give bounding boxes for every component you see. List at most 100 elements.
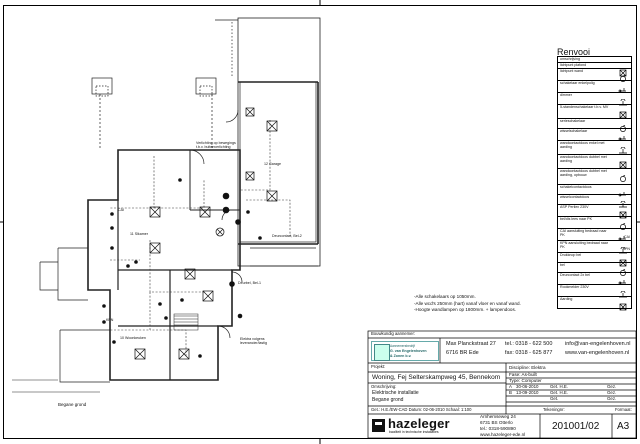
legend-row: wandcontactdoos dubbel met aarding, opbo… bbox=[557, 168, 632, 184]
company-logo-stripe bbox=[375, 422, 382, 425]
revision-date: 30-06-2010 bbox=[516, 384, 539, 389]
revision-checked: Gez. bbox=[607, 396, 617, 401]
annotation-kpn: KPN bbox=[106, 318, 114, 322]
legend-row-label: Aarding bbox=[560, 297, 573, 301]
floor-label: Begane grond bbox=[58, 402, 87, 407]
description-line: Elektrische installatie bbox=[372, 390, 419, 396]
advisor-address-line: Max Planckstraat 27 bbox=[446, 341, 496, 347]
revision-drawn: Get. bbox=[550, 396, 559, 401]
legend-bottom-border bbox=[557, 308, 632, 309]
series-switch-icon bbox=[618, 120, 628, 132]
note-line: -Alle wcd's 250mm (hart) vanaf vloer en … bbox=[414, 300, 521, 306]
legend-row: dimmer bbox=[557, 92, 632, 106]
legend-row-label: schakelcontactdoos bbox=[560, 185, 592, 189]
advisor-fax: fax: 0318 - 625 877 bbox=[505, 350, 553, 356]
legend-row: Drukknop bel bbox=[557, 252, 632, 267]
company-logo-mark bbox=[372, 419, 385, 432]
company-name: hazeleger bbox=[388, 416, 450, 431]
legend-row-label: ASP Perilex 230V bbox=[560, 205, 589, 209]
legend-row-label: CAI aansluiting bedraad naar PK bbox=[560, 229, 607, 237]
legend-header-label: omschrijving bbox=[560, 56, 580, 61]
format-value: A3 bbox=[617, 421, 630, 432]
bell-push-icon bbox=[618, 254, 628, 267]
legend-row: bel/dis lees naar PK bbox=[557, 216, 632, 230]
room-label-garage: 12 Garage bbox=[264, 162, 281, 166]
legend-row: CAI aansluiting bedraad naar PK CAI bbox=[557, 228, 632, 241]
legend-row-label: wisselschakelaar bbox=[560, 129, 588, 133]
drawn-info: Get.: H.E./EW-CAD Datum: 02-06-2010 Scha… bbox=[371, 407, 472, 412]
legend-row-label: KPN aansluiting bedraad naar PK bbox=[560, 241, 608, 249]
legend-row-label: wandcontactdoos enkel met aarding bbox=[560, 141, 605, 149]
type: Type: Computer bbox=[509, 378, 542, 383]
general-notes: -Alle schakelaars op 1050mm. -Alle wcd's… bbox=[414, 294, 521, 314]
legend-row-label: Rookmelder 230V bbox=[560, 285, 589, 289]
legend-row-label: serieschakelaar bbox=[560, 119, 586, 123]
changeover-socket-icon bbox=[618, 196, 628, 208]
advisor-logo-line: & Zonen b.v. bbox=[390, 354, 412, 358]
advisor-website: www.van-engelenhoven.nl bbox=[565, 350, 630, 356]
description-label: Omschrijving: bbox=[371, 384, 397, 389]
legend-row: wisselcontactdoos bbox=[557, 194, 632, 208]
legend-row-label: schakelaar enkelpolig bbox=[560, 81, 595, 85]
drawing-number-label: Tekeningnr: bbox=[543, 407, 565, 412]
legend-row: bel bbox=[557, 262, 632, 276]
revision-rev: A bbox=[509, 384, 512, 389]
legend-row-label: lichtpunt wand bbox=[560, 69, 583, 73]
company-address-line: Arnhemseweg 24 bbox=[480, 414, 516, 419]
advisor-logo-line: G. van Engelenhoven bbox=[390, 349, 427, 353]
legend-row: wisselschakelaar bbox=[557, 128, 632, 141]
legend-row: ASP Perilex 230V bbox=[557, 204, 632, 219]
earth-icon bbox=[618, 298, 628, 311]
legend-row: KPN aansluiting bedraad naar PK KPN bbox=[557, 240, 632, 254]
legend-row-label: wisselcontactdoos bbox=[560, 195, 590, 199]
note-line: -Alle schakelaars op 1050mm. bbox=[414, 294, 476, 299]
discipline: Discipline: Elektra bbox=[509, 365, 546, 370]
company-address-line: www.hazeleger-ede.nl bbox=[480, 432, 526, 437]
legend-row: lichtpunt wand bbox=[557, 68, 632, 82]
advisor-email: info@van-engelenhoven.nl bbox=[565, 341, 631, 347]
revision-date: 13-09-2010 bbox=[516, 390, 539, 395]
legend-row-label: bel bbox=[560, 263, 565, 267]
annotation-outdoor-light: Verlichting op bewegings t.b.v. buitenve… bbox=[196, 141, 236, 149]
project-value: Woning, Fej Selterskampweg 45, Bennekom bbox=[372, 374, 501, 381]
socket-single-icon bbox=[618, 142, 628, 154]
revision-rev: B bbox=[509, 390, 512, 395]
legend-row-label: dimmer bbox=[560, 93, 572, 97]
legend-row: Aarding bbox=[557, 296, 632, 311]
advisor-phone: tel.: 0318 - 622 500 bbox=[505, 341, 553, 347]
legend-row-label: lichtpunt plafond bbox=[560, 63, 587, 67]
annotation-doorbell: Deurbel, Bel-1 bbox=[238, 281, 261, 285]
legend-row-label: 5-standenschakelaar t.b.v. MV bbox=[560, 105, 609, 109]
annotation-door-contact: Deurcontact, Bel-2 bbox=[272, 234, 302, 238]
bell-ring-icon bbox=[618, 264, 628, 276]
legend-row-label: Drukknop bel bbox=[560, 253, 582, 257]
advisor-address-line: 6716 BR Ede bbox=[446, 350, 479, 356]
format-label: Formaat: bbox=[615, 407, 632, 412]
phase: Fase: As-built bbox=[509, 372, 537, 377]
room-label-slkamer: 11 Slkamer bbox=[130, 232, 148, 236]
switch-single-icon bbox=[618, 82, 628, 93]
revision-checked: Gez. bbox=[607, 390, 617, 395]
drawing-number: 201001/02 bbox=[552, 421, 600, 432]
legend-row-label: bel/dis lees naar PK bbox=[560, 217, 592, 221]
description-line: Begane grond bbox=[372, 397, 404, 403]
legend-row-label: wandcontactdoos dubbel met aarding bbox=[560, 155, 607, 163]
legend-row: Rookmelder 230V bbox=[557, 284, 632, 298]
revision-drawn: Get. H.E. bbox=[550, 384, 569, 389]
legend-row-tag: KPN bbox=[622, 247, 630, 251]
revision-checked: Gez. bbox=[607, 384, 617, 389]
legend-row-label: wandcontactdoos dubbel met aarding, opbo… bbox=[560, 169, 607, 177]
company-address-line: 6731 BS Otterlo bbox=[480, 420, 513, 425]
legend-row-tag: CAI bbox=[624, 235, 630, 239]
company-address-line: tel.: 0318-590890 bbox=[480, 426, 516, 431]
legend-row: wandcontactdoos enkel met aarding bbox=[557, 140, 632, 154]
advisor-logo: Aannemersbedrijf G. van Engelenhoven & Z… bbox=[371, 341, 439, 361]
socket-double-surface-icon bbox=[618, 170, 628, 182]
annotation-supplier: Elektra volgens leverancier/lastig bbox=[240, 337, 267, 345]
bell-icon bbox=[618, 218, 628, 230]
perilex-socket-icon bbox=[618, 206, 628, 219]
advisor-logo-line: Aannemersbedrijf bbox=[390, 344, 415, 348]
legend-row: serieschakelaar bbox=[557, 118, 632, 132]
